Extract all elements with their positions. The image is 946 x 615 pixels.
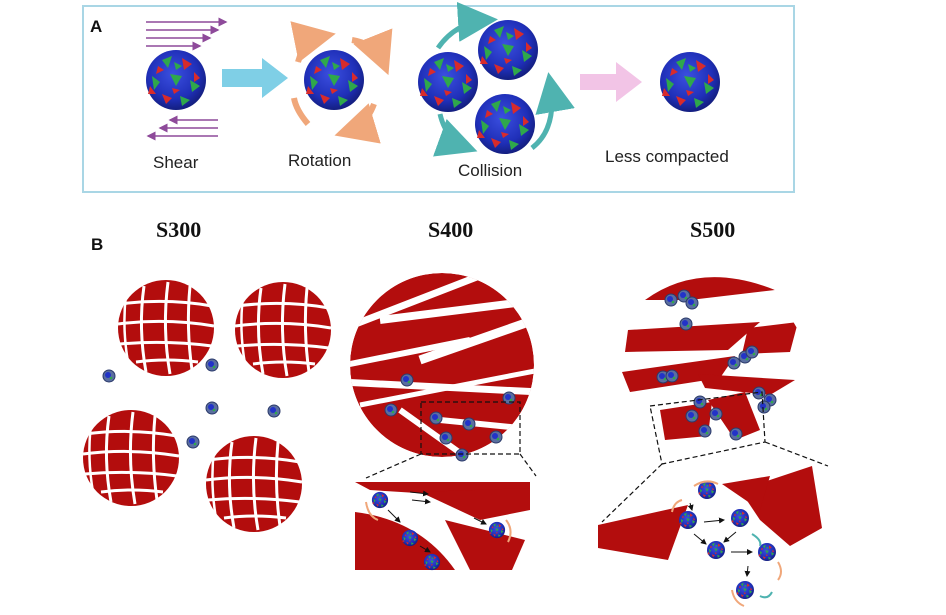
collision-label: Collision [458, 161, 522, 180]
particle-icon [205, 401, 219, 415]
collision-arrow-icon [751, 533, 762, 547]
panel-b-letter: B [91, 235, 103, 254]
particle-icon [679, 511, 697, 529]
particle-collision-top-icon [478, 20, 538, 80]
s500-granule [622, 277, 798, 441]
rotation-arrow-icon [351, 28, 393, 76]
particle-icon [727, 356, 741, 370]
particle-icon [401, 529, 419, 547]
panel-a: A Shear Rotation Collision [82, 1, 795, 193]
rotation-arrow-icon [290, 21, 336, 63]
shear-label: Shear [153, 153, 199, 172]
collision-arrow-icon [432, 113, 478, 157]
rotation-arrow-icon [777, 561, 782, 581]
s300-granule [81, 410, 181, 506]
arrow-icon [387, 509, 401, 523]
arrow-icon [693, 533, 707, 545]
s500-zoom-view [598, 466, 822, 607]
less-compacted-label: Less compacted [605, 147, 729, 166]
s300-granule [233, 282, 333, 378]
particle-icon [102, 369, 116, 383]
rotation-arrow-icon [505, 519, 512, 543]
particle-icon [685, 409, 699, 423]
shear-arrows-top [146, 17, 228, 51]
particle-icon [423, 553, 441, 571]
arrow-icon [723, 531, 737, 543]
particle-less-compacted-icon [660, 52, 720, 112]
panel-b: B S300 S400 S500 [81, 217, 829, 607]
arrow-icon [473, 517, 487, 525]
arrow-icon [411, 498, 431, 505]
particle-collision-left-icon [418, 52, 478, 112]
particle-icon [731, 508, 749, 527]
particle-icon [709, 407, 723, 421]
s500-title: S500 [690, 217, 735, 242]
particle-icon [664, 293, 678, 307]
rotation-arrow-icon [731, 589, 745, 607]
arrow-icon [744, 565, 751, 577]
particle-icon [429, 411, 443, 425]
arrow-icon [703, 517, 725, 524]
zoom-line [764, 441, 829, 467]
particle-icon [205, 358, 219, 372]
zoom-line [365, 453, 422, 479]
particle-shear-icon [146, 50, 206, 110]
collision-arrow-icon [759, 591, 773, 599]
panel-a-letter: A [90, 17, 102, 36]
particle-icon [757, 400, 771, 414]
particle-icon [729, 427, 743, 441]
particle-icon [384, 403, 398, 417]
particle-icon [698, 481, 716, 499]
particle-rotation-icon [304, 50, 364, 110]
arrow-icon [687, 502, 694, 511]
rotation-arrow-icon [365, 501, 379, 521]
particle-icon [736, 581, 754, 599]
arrow-icon [409, 490, 429, 497]
particle-icon [455, 448, 469, 462]
particle-icon [665, 369, 679, 383]
particle-icon [488, 521, 506, 539]
shear-arrows-bottom [146, 115, 218, 141]
particle-icon [693, 395, 707, 409]
particle-icon [462, 417, 476, 431]
particle-icon [400, 373, 414, 387]
particle-icon [707, 541, 725, 559]
s300-title: S300 [156, 217, 201, 242]
particle-icon [267, 404, 281, 418]
s400-zoom-view [355, 482, 530, 571]
rotation-arrow-icon [291, 97, 311, 126]
collision-arrow-icon [435, 1, 498, 50]
particle-icon [186, 435, 200, 449]
s400-title: S400 [428, 217, 473, 242]
collision-arrow-icon [530, 72, 575, 150]
s400-zoom-box [420, 401, 521, 455]
s300-granule [116, 280, 216, 376]
rotation-arrow-icon [671, 499, 683, 513]
particle-icon [439, 431, 453, 445]
particle-collision-bottom-icon [475, 94, 535, 154]
s400-granule [350, 273, 534, 462]
rotation-label: Rotation [288, 151, 351, 170]
arrow-icon [419, 545, 431, 553]
particle-icon [698, 424, 712, 438]
rotation-arrow-icon [334, 102, 381, 144]
big-arrow-right-icon [222, 58, 288, 98]
particle-icon [679, 317, 693, 331]
zoom-line [601, 463, 663, 523]
rotation-arrow-icon [693, 480, 719, 487]
particle-icon [489, 430, 503, 444]
particle-icon [371, 491, 389, 509]
particle-icon [745, 345, 759, 359]
s300-granule [204, 436, 304, 532]
zoom-line [519, 453, 537, 477]
big-arrow-right-icon [580, 62, 642, 102]
particle-icon [685, 296, 699, 310]
